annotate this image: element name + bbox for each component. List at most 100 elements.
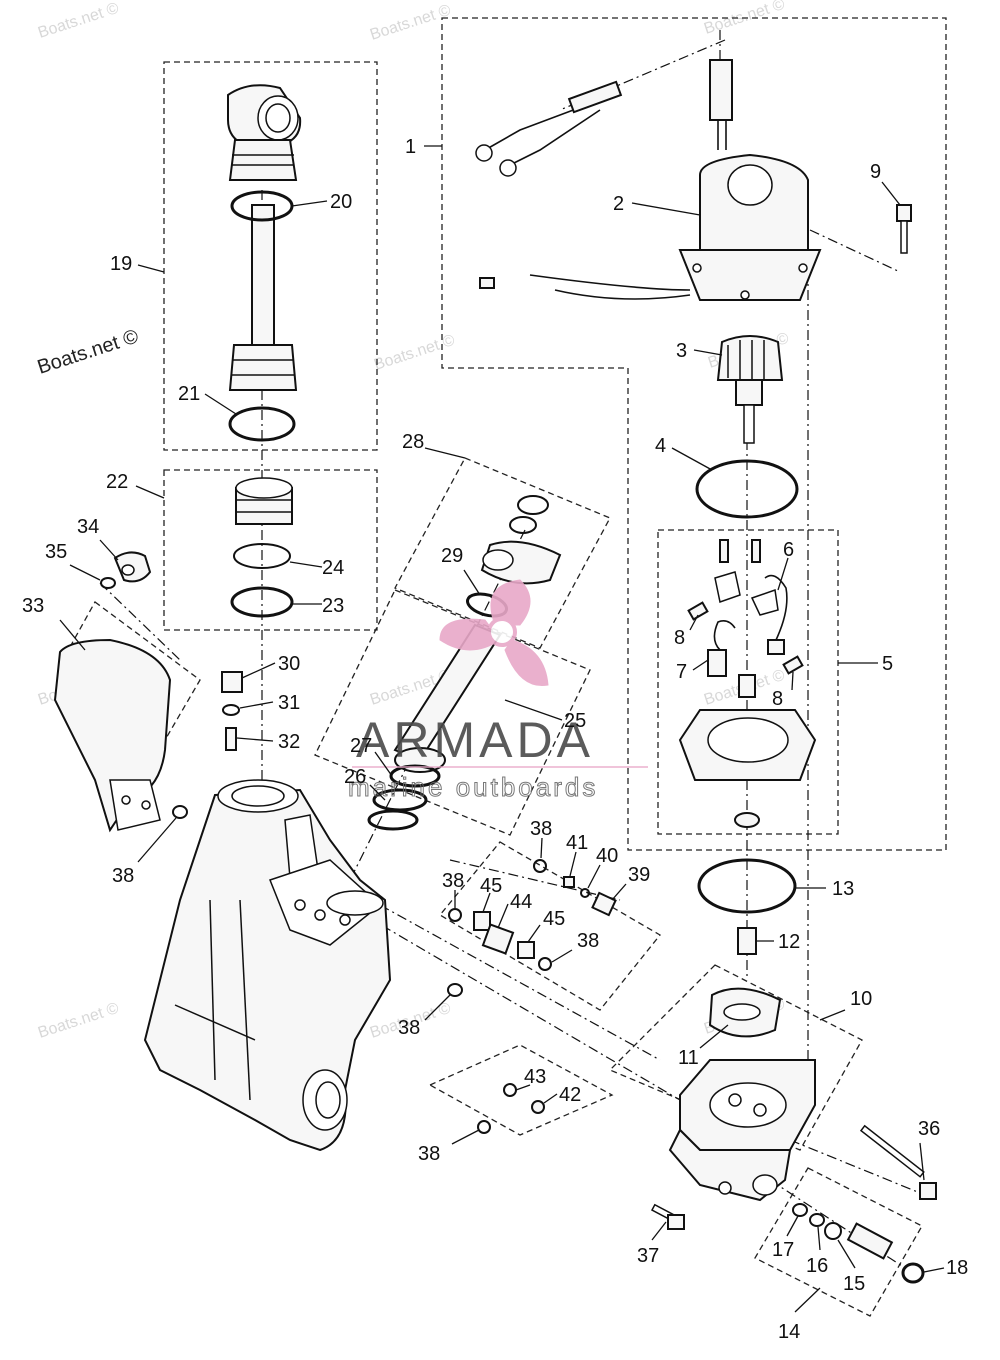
ring-part-28a bbox=[517, 495, 549, 515]
leader-line bbox=[791, 671, 794, 691]
assembly-boxes bbox=[59, 17, 947, 1317]
leader-line bbox=[919, 1142, 925, 1181]
cylinder-housing bbox=[143, 788, 392, 1152]
port-hole bbox=[728, 1093, 742, 1107]
assembly-box-22 bbox=[163, 469, 378, 631]
leader-line bbox=[374, 751, 393, 777]
motor-cap bbox=[727, 164, 773, 206]
spool-part-45 bbox=[517, 941, 535, 959]
leader-line bbox=[135, 485, 165, 499]
callout-27: 27 bbox=[350, 735, 372, 757]
o-ring-38 bbox=[477, 1120, 491, 1134]
leader-line bbox=[611, 883, 627, 901]
callout-12: 12 bbox=[778, 931, 800, 953]
casting-line bbox=[239, 899, 251, 1101]
leader-line bbox=[689, 614, 699, 631]
leader-line bbox=[515, 1084, 531, 1091]
wire-terminal bbox=[475, 144, 493, 162]
callout-9: 9 bbox=[870, 161, 881, 183]
oil-seal bbox=[734, 812, 760, 828]
callout-17: 17 bbox=[772, 1239, 794, 1261]
callout-16: 16 bbox=[806, 1255, 828, 1277]
bolt-shank-36 bbox=[859, 1124, 925, 1178]
leader-line bbox=[451, 1129, 480, 1145]
washer-part-35 bbox=[100, 577, 116, 589]
brush-wire bbox=[713, 620, 736, 651]
callout-42: 42 bbox=[559, 1084, 581, 1106]
assembly-box-14 bbox=[754, 1167, 923, 1317]
callout-23: 23 bbox=[322, 595, 344, 617]
callout-38: 38 bbox=[418, 1143, 440, 1165]
callout-13: 13 bbox=[832, 878, 854, 900]
callout-38: 38 bbox=[398, 1017, 420, 1039]
leader-line bbox=[527, 924, 541, 943]
axis-line bbox=[329, 894, 681, 1101]
plug-part-30 bbox=[221, 671, 243, 693]
leader-line bbox=[424, 994, 451, 1021]
screw bbox=[719, 539, 729, 563]
callout-18: 18 bbox=[946, 1257, 968, 1279]
assembly-box-5 bbox=[657, 529, 839, 835]
leader-line bbox=[551, 949, 573, 963]
callout-29: 29 bbox=[441, 545, 463, 567]
logo-petal bbox=[439, 618, 501, 651]
ball-part-17 bbox=[792, 1203, 808, 1217]
leader-line bbox=[463, 569, 481, 596]
leader-line bbox=[204, 393, 237, 415]
callout-33: 33 bbox=[22, 595, 44, 617]
casting-line bbox=[174, 1004, 256, 1041]
bolt-hole bbox=[141, 800, 151, 810]
gear-bore bbox=[723, 1003, 761, 1021]
spring-part-8 bbox=[782, 655, 804, 675]
o-ring-27 bbox=[389, 764, 441, 788]
callout-39: 39 bbox=[628, 864, 650, 886]
leader-lines bbox=[59, 145, 945, 1313]
bolt-hole bbox=[798, 263, 808, 273]
leader-line bbox=[497, 903, 509, 929]
valve-port bbox=[718, 1181, 732, 1195]
callout-32: 32 bbox=[278, 731, 300, 753]
brush-plate-bore bbox=[707, 717, 789, 763]
leader-line bbox=[817, 1226, 821, 1251]
rod-cap-part bbox=[228, 139, 298, 181]
callout-24: 24 bbox=[322, 557, 344, 579]
assembly-box-1 bbox=[441, 17, 947, 851]
brush-spring bbox=[714, 571, 741, 603]
bolt-head-36 bbox=[919, 1182, 937, 1200]
terminal-plate bbox=[750, 588, 779, 616]
callout-7: 7 bbox=[676, 661, 687, 683]
callout-37: 37 bbox=[637, 1245, 659, 1267]
valve-part-14 bbox=[846, 1222, 894, 1260]
bolt-hole bbox=[692, 263, 702, 273]
callout-45: 45 bbox=[480, 875, 502, 897]
leader-line bbox=[693, 349, 723, 356]
seal-seat bbox=[326, 890, 384, 916]
callout-38: 38 bbox=[442, 870, 464, 892]
leader-line bbox=[504, 699, 563, 721]
port-hole bbox=[753, 1103, 767, 1117]
pump-body-10 bbox=[668, 1059, 816, 1202]
logo-petal bbox=[490, 579, 531, 626]
assembly-box-10 bbox=[608, 964, 863, 1151]
wire-terminal bbox=[479, 277, 495, 289]
leader-line bbox=[631, 202, 701, 216]
bolt-shank-9 bbox=[900, 220, 908, 254]
spring-part-8 bbox=[687, 601, 709, 621]
watermark-large: Boats.net © bbox=[35, 325, 142, 378]
armature-shaft bbox=[743, 404, 755, 444]
leader-line bbox=[569, 851, 577, 877]
bolt-hole bbox=[121, 795, 131, 805]
callout-22: 22 bbox=[106, 471, 128, 493]
callout-3: 3 bbox=[676, 340, 687, 362]
watermark: Boats.net © bbox=[372, 332, 457, 374]
bearing bbox=[738, 674, 756, 698]
callout-35: 35 bbox=[45, 541, 67, 563]
callout-36: 36 bbox=[918, 1118, 940, 1140]
leader-line bbox=[699, 1024, 729, 1049]
callout-38: 38 bbox=[112, 865, 134, 887]
armature-part-3 bbox=[716, 335, 784, 381]
leader-line bbox=[794, 1287, 821, 1313]
axis-line bbox=[789, 1139, 926, 1196]
callout-6: 6 bbox=[783, 539, 794, 561]
part-19-tilt-rod bbox=[227, 84, 302, 391]
